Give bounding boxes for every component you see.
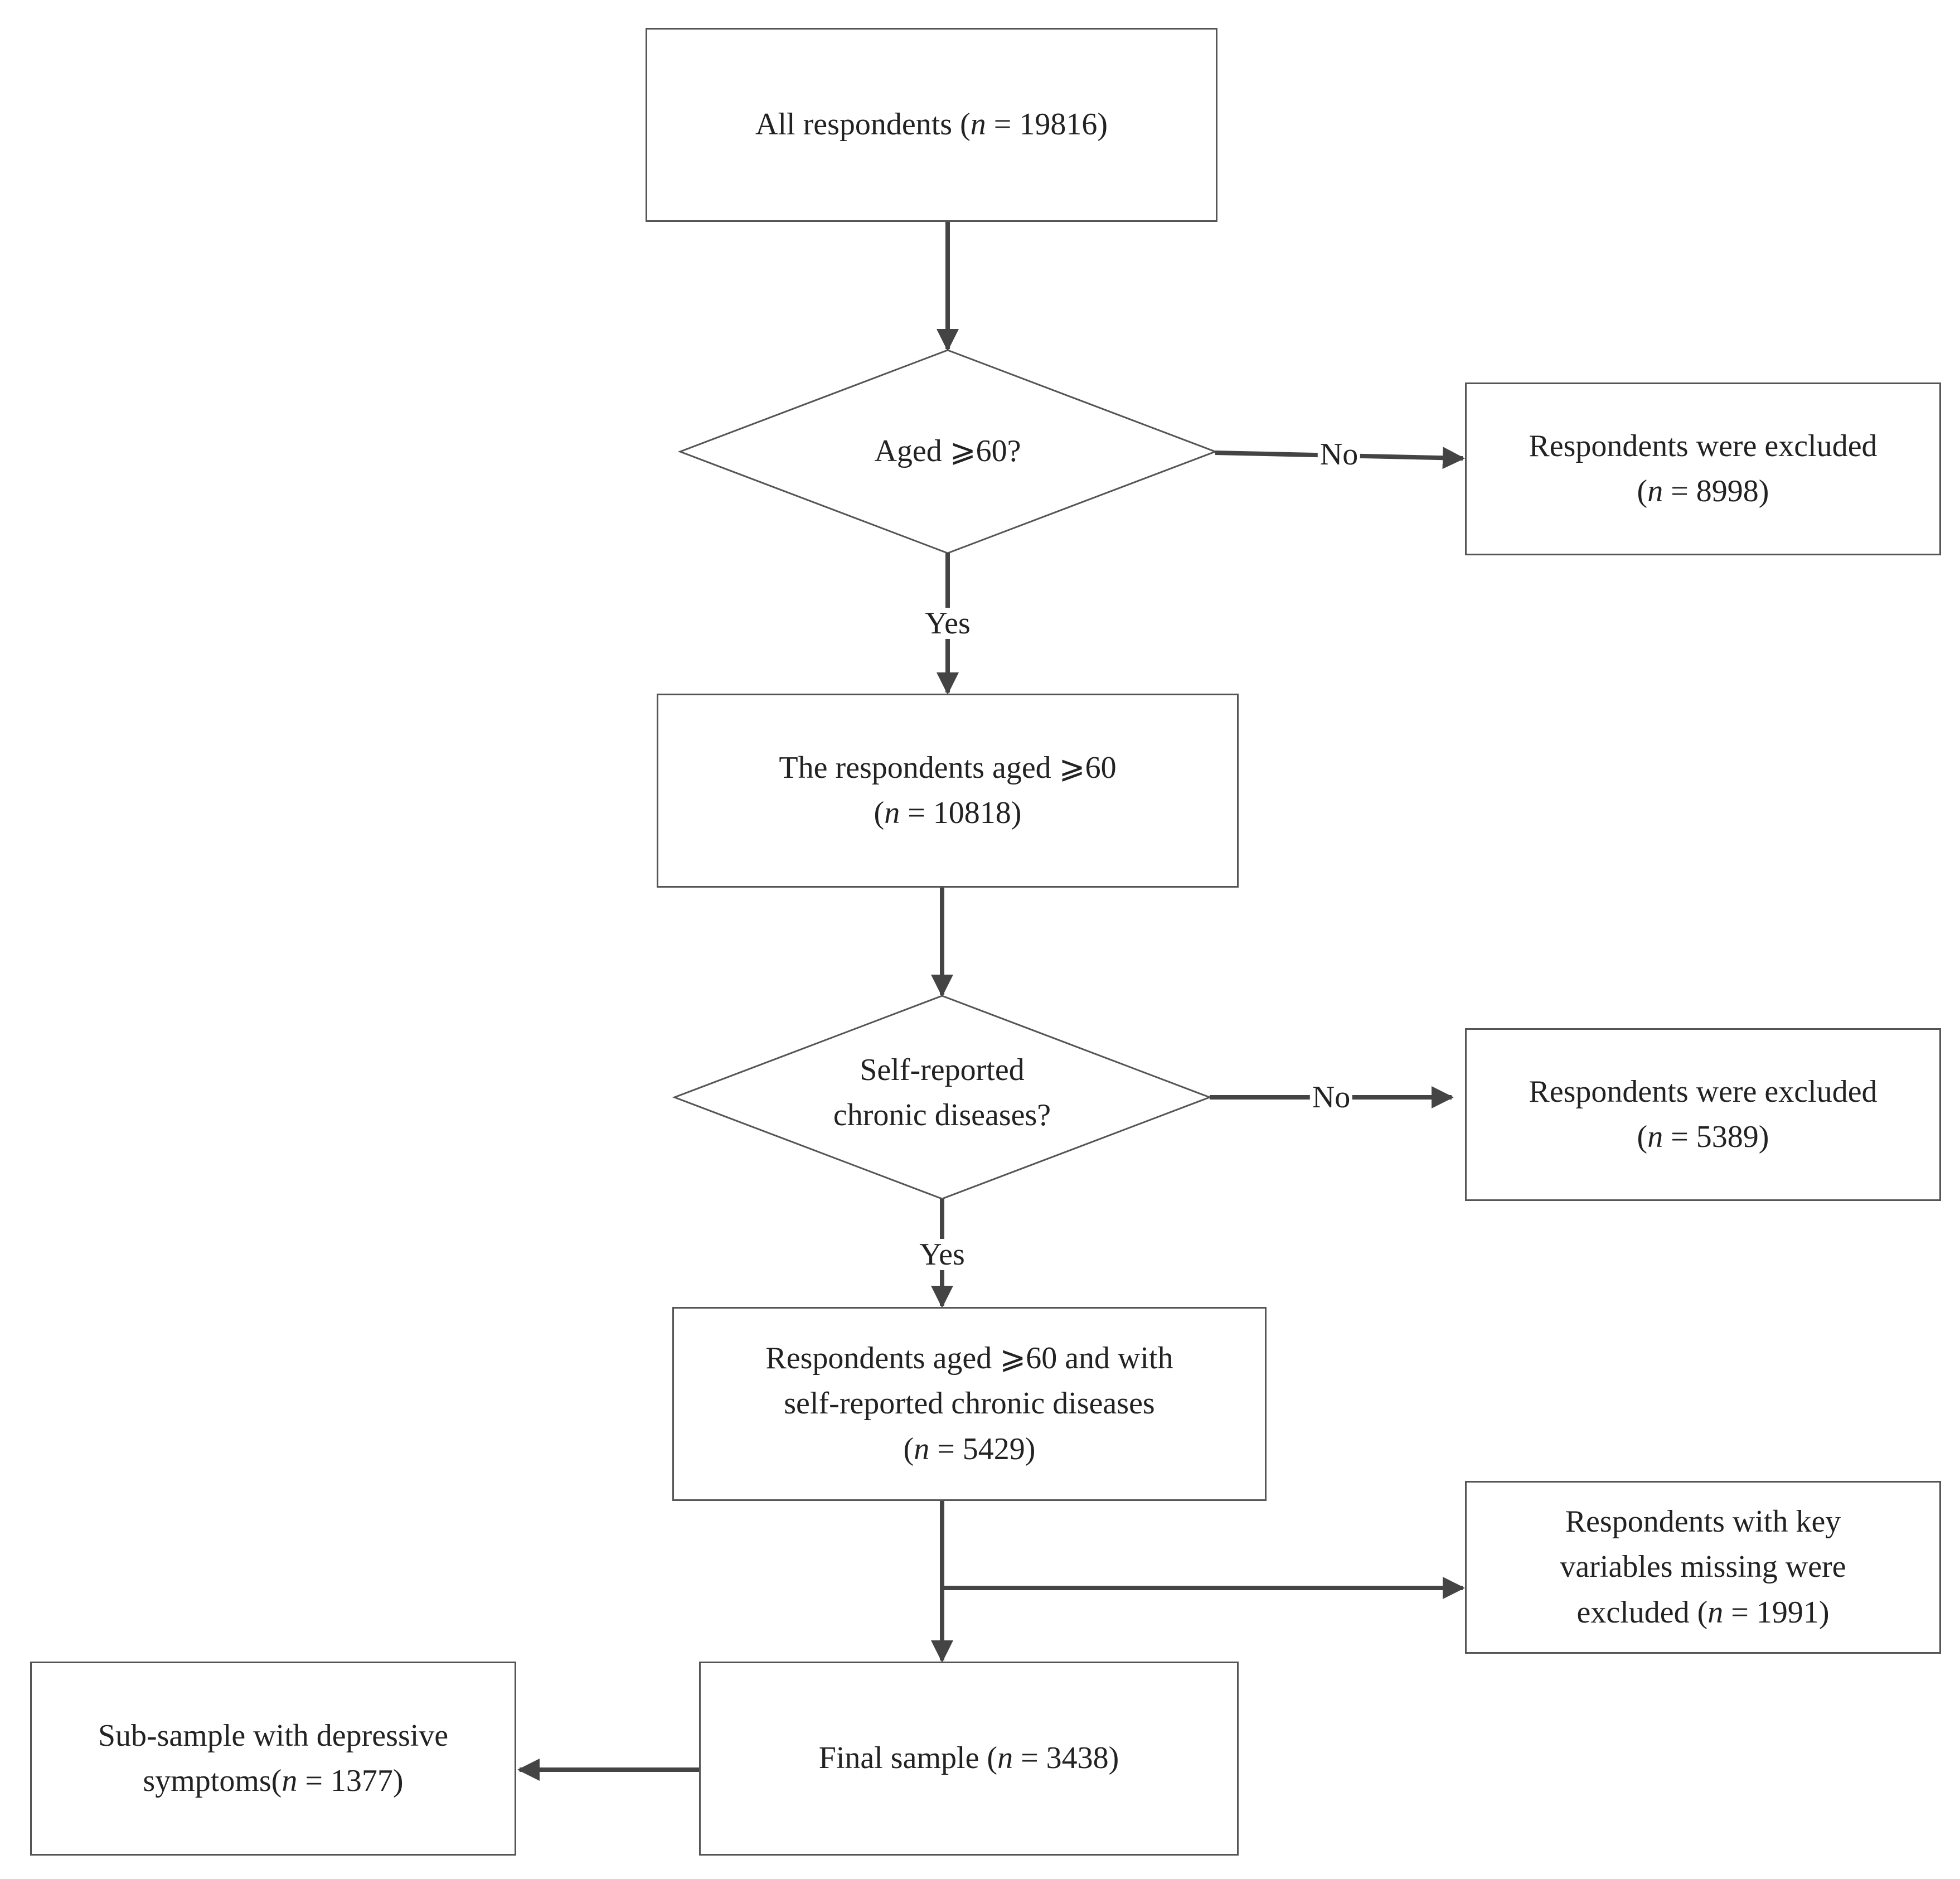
node-excluded-age: Respondents were excluded(n = 8998) bbox=[1465, 382, 1941, 555]
edge-label-yes-age: Yes bbox=[923, 608, 973, 639]
edge-label-yes-chronic: Yes bbox=[917, 1239, 967, 1270]
edge-label-no-chronic: No bbox=[1309, 1082, 1353, 1113]
node-aged-60: The respondents aged ⩾60(n = 10818) bbox=[657, 694, 1239, 888]
node-final-sample: Final sample (n = 3438) bbox=[699, 1662, 1239, 1856]
edge-label-no-age: No bbox=[1317, 439, 1361, 470]
node-excluded-chronic: Respondents were excluded(n = 5389) bbox=[1465, 1028, 1941, 1201]
decision-age-label: Aged ⩾60? bbox=[874, 434, 1021, 469]
node-all-respondents: All respondents (n = 19816) bbox=[646, 28, 1217, 222]
